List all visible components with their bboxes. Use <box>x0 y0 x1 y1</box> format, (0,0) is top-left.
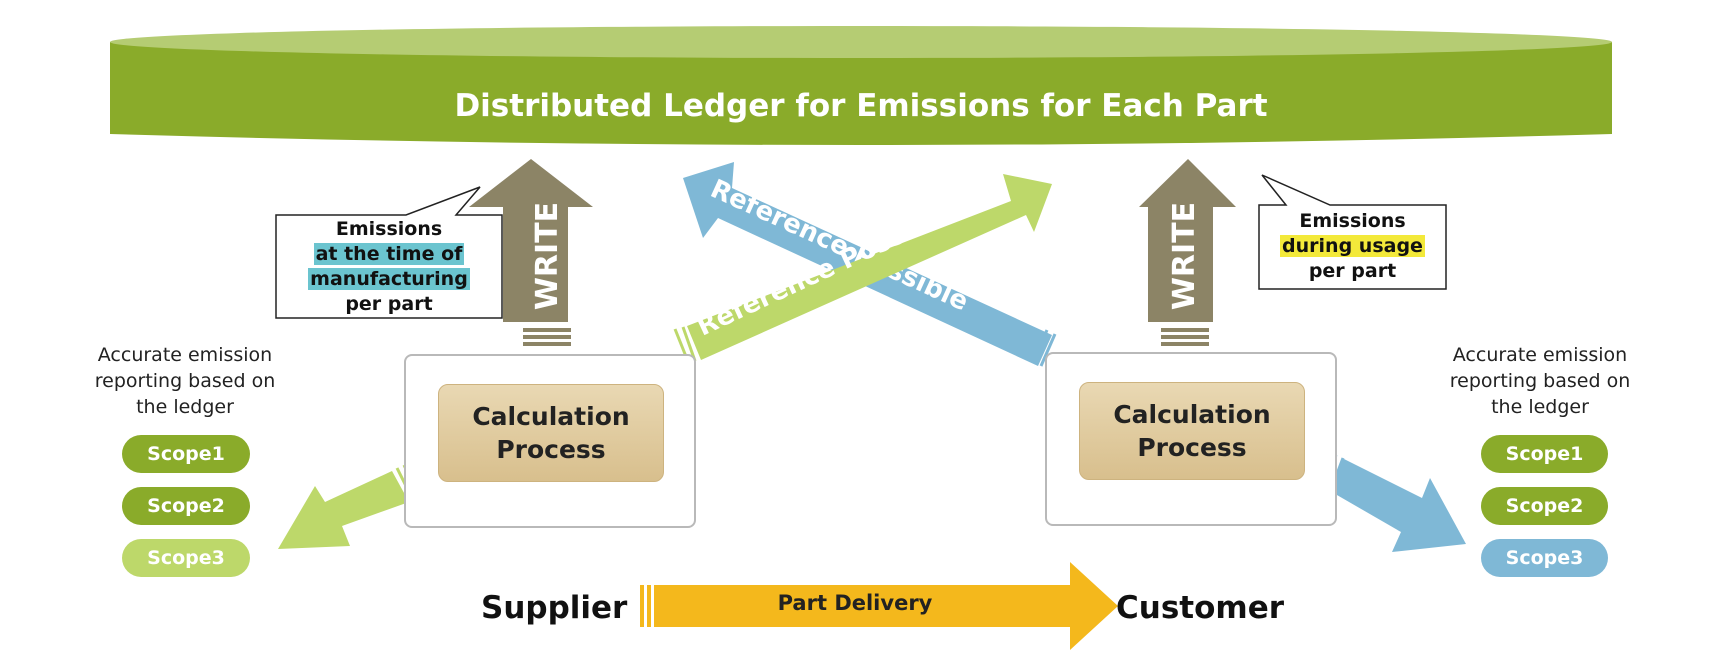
delivery-label: Part Delivery <box>778 591 933 615</box>
callout-right-line1: Emissions <box>1299 210 1406 232</box>
scope-pill-left-2: Scope2 <box>122 487 250 525</box>
reporting-left-line3: the ledger <box>136 396 234 418</box>
callout-left-line4: per part <box>345 293 433 315</box>
scope-pill-left-3: Scope3 <box>122 539 250 577</box>
scope-pill-right-2: Scope2 <box>1481 487 1608 525</box>
ledger-title: Distributed Ledger for Emissions for Eac… <box>454 88 1267 124</box>
reporting-left-line1: Accurate emission <box>97 344 273 366</box>
ledger-cylinder: Distributed Ledger for Emissions for Eac… <box>110 26 1612 145</box>
scope-pill-right-3: Scope3 <box>1481 539 1608 577</box>
scope-pill-left-1: Scope1 <box>122 435 250 473</box>
write-arrow-right: WRITE <box>1139 159 1236 346</box>
calc-left-line1: Calculation <box>472 402 630 431</box>
callout-right: Emissions during usage per part <box>1259 209 1446 284</box>
reporting-left-line2: reporting based on <box>94 370 276 392</box>
write-label-left: WRITE <box>530 202 565 310</box>
delivery-arrow: Part Delivery <box>640 562 1118 650</box>
write-arrow-left: WRITE <box>469 159 593 346</box>
write-label-right: WRITE <box>1167 202 1202 310</box>
reporting-left: Accurate emission reporting based on the… <box>75 342 295 420</box>
scope-pill-right-1: Scope1 <box>1481 435 1608 473</box>
calc-process-left: Calculation Process <box>438 384 664 482</box>
reporting-right-line2: reporting based on <box>1449 370 1631 392</box>
callout-left-line3: manufacturing <box>308 268 470 290</box>
output-arrow-right <box>1322 454 1466 552</box>
callout-left: Emissions at the time of manufacturing p… <box>276 217 502 317</box>
callout-left-line1: Emissions <box>335 218 443 240</box>
supplier-label: Supplier <box>481 590 628 626</box>
callout-right-line2: during usage <box>1280 235 1425 257</box>
reporting-right: Accurate emission reporting based on the… <box>1430 342 1650 420</box>
calc-process-right: Calculation Process <box>1079 382 1305 480</box>
calc-right-line2: Process <box>1137 433 1247 462</box>
callout-left-line2: at the time of <box>313 243 465 265</box>
callout-right-shape <box>1258 174 1447 290</box>
calc-right-line1: Calculation <box>1113 400 1271 429</box>
calc-left-line2: Process <box>496 435 606 464</box>
reporting-right-line1: Accurate emission <box>1452 344 1628 366</box>
reporting-right-line3: the ledger <box>1491 396 1589 418</box>
customer-label: Customer <box>1116 590 1285 626</box>
callout-right-line3: per part <box>1308 260 1397 282</box>
output-arrow-left <box>278 464 421 549</box>
